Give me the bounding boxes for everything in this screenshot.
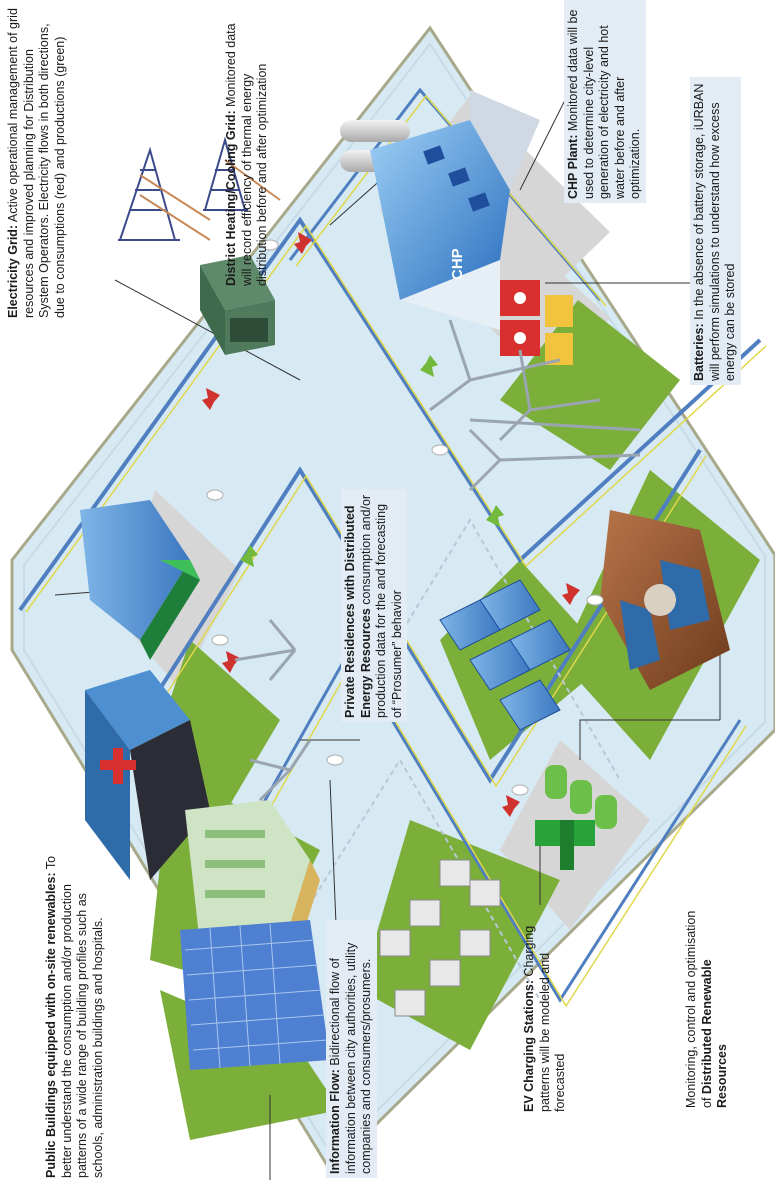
caption-electricity-grid-title: Electricity Grid:: [6, 224, 20, 318]
solar-panel-icon: [439, 579, 571, 731]
caption-district-heating-body: District Heating/Cooling Grid: Monitored…: [224, 11, 271, 286]
caption-information-flow-title: Information Flow:: [328, 1069, 342, 1174]
caption-private-residences: Private Residences with Distributed Ener…: [341, 489, 407, 722]
caption-ev-charging: EV Charging Stations: Charging patterns …: [522, 912, 569, 1112]
caption-information-flow-body: Information Flow: Bidirectional flow of …: [328, 924, 375, 1174]
caption-private-residences-body: Private Residences with Distributed Ener…: [343, 493, 405, 718]
caption-public-buildings: Public Buildings equipped with on-site r…: [44, 848, 106, 1178]
house-icon: [379, 859, 501, 1017]
caption-district-heating: District Heating/Cooling Grid: Monitored…: [224, 11, 271, 286]
flow-arrow-green: [486, 505, 504, 527]
caption-chp-plant-title: CHP Plant:: [566, 134, 580, 199]
flow-arrow-green: [240, 545, 258, 567]
caption-chp-plant-body: CHP Plant: Monitored data will be used t…: [566, 4, 644, 199]
power-pylon-icon: [118, 136, 281, 241]
flow-arrow-red: [502, 795, 520, 817]
caption-electricity-grid-body: Electricity Grid: Active operational man…: [6, 8, 68, 318]
flow-arrow-green: [420, 355, 438, 377]
electric-car-icon: [545, 765, 617, 829]
flow-arrow-red: [562, 583, 580, 605]
caption-chp-plant: CHP Plant: Monitored data will be used t…: [564, 0, 646, 203]
caption-monitoring-bold: Distributed Renewable Resources: [699, 959, 730, 1108]
caption-monitoring: Monitoring, control and optimisation of …: [684, 908, 731, 1108]
office-building-icon: [80, 500, 200, 660]
chp-label: CHP: [449, 248, 466, 280]
flow-arrows: [202, 232, 580, 817]
caption-public-buildings-title: Public Buildings equipped with on-site r…: [44, 872, 58, 1178]
caption-batteries-body: Batteries: In the absence of battery sto…: [692, 81, 739, 381]
caption-batteries: Batteries: In the absence of battery sto…: [690, 77, 741, 385]
charging-station-icon: [535, 820, 595, 870]
battery-icon: [500, 280, 573, 365]
flow-arrow-red: [222, 651, 240, 673]
historic-building-icon: [600, 510, 730, 690]
transformer-icon: [200, 255, 275, 355]
caption-public-buildings-body: Public Buildings equipped with on-site r…: [44, 848, 106, 1178]
flow-arrow-red: [202, 388, 220, 410]
caption-ev-charging-title: EV Charging Stations:: [522, 980, 536, 1112]
caption-ev-charging-body: EV Charging Stations: Charging patterns …: [522, 912, 569, 1112]
caption-electricity-grid: Electricity Grid: Active operational man…: [6, 8, 68, 318]
office-tower-icon: [180, 920, 330, 1070]
caption-information-flow: Information Flow: Bidirectional flow of …: [326, 920, 377, 1178]
caption-batteries-title: Batteries:: [692, 323, 706, 381]
hospital-icon: [85, 670, 210, 880]
caption-monitoring-body: Monitoring, control and optimisation of …: [684, 908, 731, 1108]
flow-arrow-red: [294, 232, 312, 254]
chp-factory-icon: CHP: [340, 90, 540, 330]
caption-district-heating-title: District Heating/Cooling Grid:: [224, 110, 238, 286]
